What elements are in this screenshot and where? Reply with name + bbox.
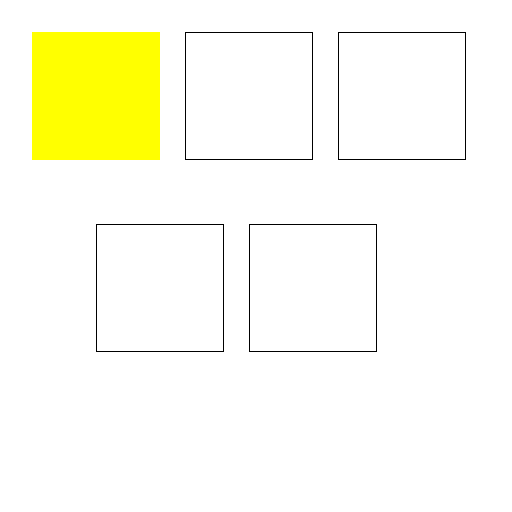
tile-1[interactable] [32, 32, 160, 160]
tile-5[interactable] [249, 224, 377, 352]
tile-4[interactable] [96, 224, 224, 352]
tile-2[interactable] [185, 32, 313, 160]
tile-3[interactable] [338, 32, 466, 160]
